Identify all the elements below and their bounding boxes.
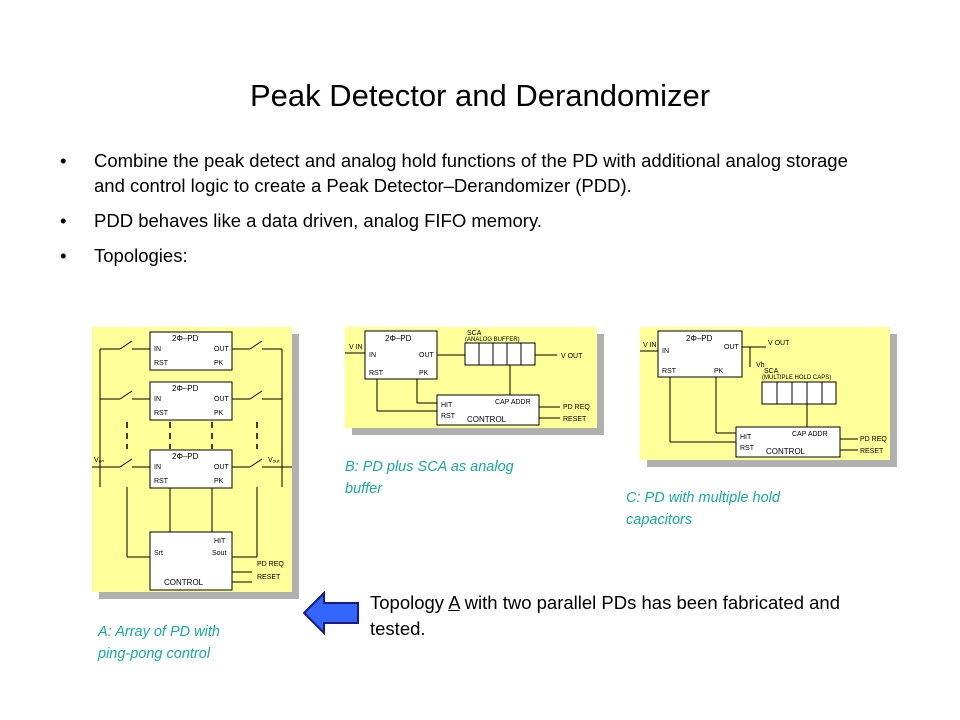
capaddr-label: CAP ADDR (495, 399, 531, 406)
topology-note: Topology A with two parallel PDs has bee… (370, 590, 840, 642)
left-arrow-icon (302, 590, 362, 640)
out-label: OUT (214, 464, 230, 471)
reset-label: RESET (563, 416, 587, 423)
pd-label: 2Φ–PD (686, 334, 713, 343)
pd-label: 2Φ–PD (385, 334, 412, 343)
rst-label: RST (154, 478, 169, 485)
pd-label: 2Φ–PD (172, 384, 199, 393)
caption-a-line: ping-pong control (98, 646, 211, 662)
sca-label: SCA (764, 368, 779, 375)
rst-label: RST (154, 410, 169, 417)
vh-label: Vh (756, 362, 765, 369)
rst-label: RST (154, 360, 169, 367)
sout-label: Sout (212, 550, 226, 557)
slide-title: Peak Detector and Derandomizer (249, 78, 711, 113)
in-label: IN (154, 346, 161, 353)
vin-label: V IN (349, 344, 363, 351)
out-label: OUT (214, 346, 230, 353)
diagram-c: 2Φ–PD V IN IN OUT RST PK V OUT Vh SCA (M… (640, 327, 900, 469)
capaddr-label: CAP ADDR (792, 431, 828, 438)
sca-desc-label: (MULTIPLE HOLD CAPS) (762, 375, 831, 381)
note-underlined: A (448, 592, 460, 613)
control-label: CONTROL (766, 447, 806, 456)
caption-b-line: buffer (345, 481, 383, 497)
diagram-a-schematic: 2Φ–PD IN OUT RST PK 2Φ–PD IN OUT RST PK … (92, 327, 299, 599)
diagram-c-schematic: 2Φ–PD V IN IN OUT RST PK V OUT Vh SCA (M… (640, 327, 897, 467)
control-label: CONTROL (467, 415, 507, 424)
vin-label: V IN (643, 342, 657, 349)
out-label: OUT (419, 352, 435, 359)
out-label: OUT (724, 344, 740, 351)
rst-label: RST (740, 445, 755, 452)
sca-desc-label: (ANALOG BUFFER) (465, 337, 520, 343)
control-label: CONTROL (164, 578, 204, 587)
bullet-item: Topologies: (60, 243, 860, 268)
caption-a: A: Array of PD with ping-pong control (98, 621, 220, 665)
pk-label: PK (214, 410, 224, 417)
bullet-item: PDD behaves like a data driven, analog F… (60, 208, 860, 233)
pk-label: PK (714, 368, 724, 375)
caption-b-line: B: PD plus SCA as analog (345, 459, 514, 475)
pdreq-label: PD REQ (257, 561, 284, 568)
pk-label: PK (214, 360, 224, 367)
pdreq-label: PD REQ (860, 436, 887, 443)
diagram-b: 2Φ–PD V IN IN OUT RST PK SCA (ANALOG BUF… (345, 327, 607, 437)
bullet-item: Combine the peak detect and analog hold … (60, 148, 860, 198)
pk-label: PK (419, 370, 429, 377)
srt-label: Srt (154, 550, 163, 557)
note-text: with two parallel PDs has been fabricate… (370, 592, 841, 639)
in-label: IN (154, 464, 161, 471)
hit-label: HIT (214, 538, 226, 545)
diagram-a: 2Φ–PD IN OUT RST PK 2Φ–PD IN OUT RST PK … (92, 327, 302, 601)
vout-label: V OUT (768, 340, 790, 347)
in-label: IN (369, 352, 376, 359)
out-label: OUT (214, 396, 230, 403)
rst-label: RST (441, 413, 456, 420)
note-text: Topology (370, 592, 449, 613)
hit-label: HIT (441, 402, 453, 409)
vout-label: V OUT (561, 353, 583, 360)
caption-c-line: C: PD with multiple hold (626, 490, 780, 506)
caption-b: B: PD plus SCA as analog buffer (345, 456, 514, 500)
rst-label: RST (662, 368, 677, 375)
reset-label: RESET (860, 448, 884, 455)
pdreq-label: PD REQ (563, 404, 590, 411)
hit-label: HIT (740, 434, 752, 441)
in-label: IN (154, 396, 161, 403)
pd-label: 2Φ–PD (172, 334, 199, 343)
sca-label: SCA (467, 330, 482, 337)
vin-label: Vₑₙ (94, 457, 104, 464)
reset-label: RESET (257, 574, 281, 581)
in-label: IN (662, 348, 669, 355)
bullet-list: Combine the peak detect and analog hold … (60, 148, 860, 278)
diagram-b-schematic: 2Φ–PD V IN IN OUT RST PK SCA (ANALOG BUF… (345, 327, 604, 435)
caption-a-line: A: Array of PD with (98, 624, 220, 640)
pk-label: PK (214, 478, 224, 485)
caption-c: C: PD with multiple hold capacitors (626, 487, 780, 531)
pd-label: 2Φ–PD (172, 452, 199, 461)
rst-label: RST (369, 370, 384, 377)
vout-label: Vₒᵤₜ (268, 457, 280, 464)
caption-c-line: capacitors (626, 512, 693, 528)
